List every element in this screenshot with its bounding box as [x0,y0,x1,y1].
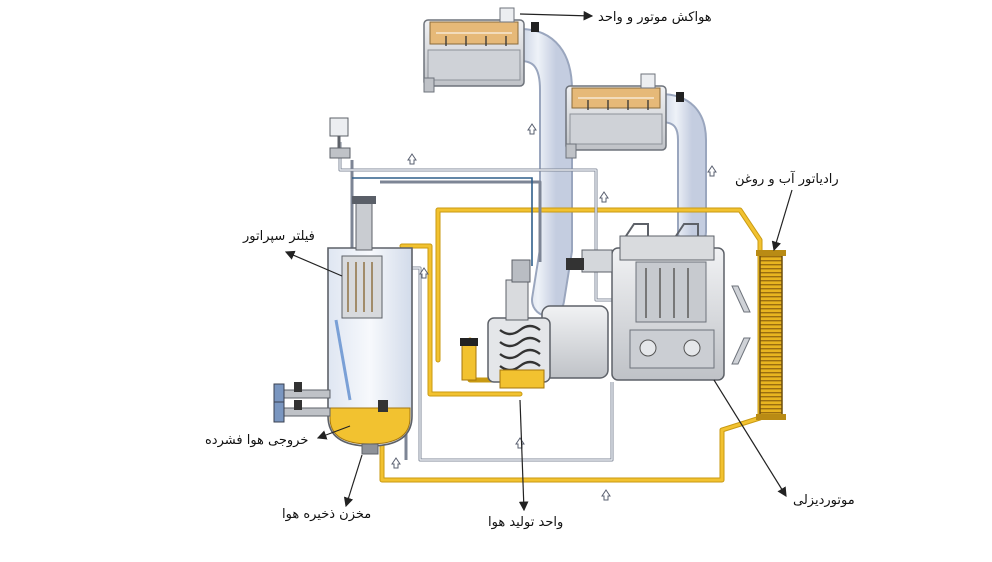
label-air-filter: هواکش موتور و واحد [598,10,712,25]
air-end-unit [460,259,609,389]
label-diesel-engine: موتوردیزلی [793,493,855,508]
air-filter-lower [565,73,684,159]
outlet-valves [273,382,331,423]
label-compressed-air-outlet: خروجی هوا فشرده [205,433,309,448]
signal-line [352,177,533,266]
leader-lines [284,10,793,512]
air-receiver-tank [327,196,413,455]
radiator [731,250,786,420]
label-air-end-unit: واحد تولید هوا [488,515,564,530]
air-filter-upper [423,7,539,93]
control-lines-highlight [339,142,620,461]
label-air-receiver-tank: مخزن ذخیره هوا [282,507,372,522]
label-separator-filter: فیلتر سپراتور [243,229,315,244]
diesel-engine [566,223,725,381]
label-radiator: رادیاتور آب و روغن [735,172,839,187]
air-duct-upper [503,28,573,317]
pressure-gauge [329,117,351,159]
